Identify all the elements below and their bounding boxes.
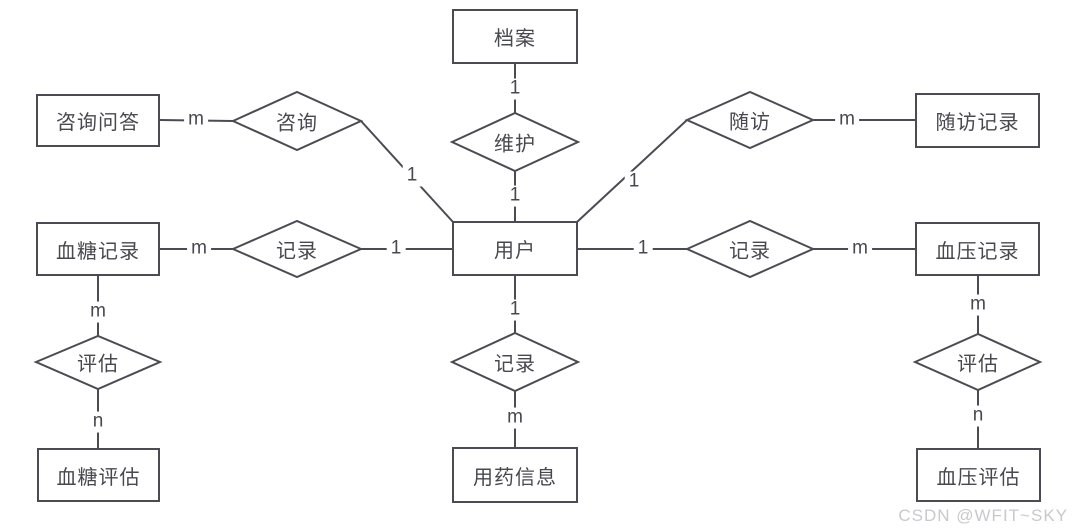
cardinality-archive-maintain: 1 bbox=[505, 78, 525, 100]
entity-bp-records: 血压记录 bbox=[915, 222, 1040, 276]
cardinality-record-medication: m bbox=[503, 407, 527, 429]
entity-archive-label: 档案 bbox=[494, 28, 536, 50]
cardinality-user-record-right: 1 bbox=[633, 238, 653, 260]
relationship-record-bottom-label: 记录 bbox=[494, 353, 536, 376]
cardinality-glucoserecords-eval: m bbox=[86, 301, 110, 323]
cardinality-followup-records: m bbox=[835, 109, 859, 131]
entity-user-label: 用户 bbox=[494, 240, 536, 262]
relationship-eval-right-diamond bbox=[912, 332, 1043, 392]
relationship-record-right-diamond bbox=[684, 219, 816, 279]
relationship-maintain-label: 维护 bbox=[494, 133, 536, 156]
cardinality-record-bprecords: m bbox=[848, 238, 872, 260]
watermark: CSDN @WFIT~SKY bbox=[898, 506, 1068, 525]
cardinality-user-record-bottom: 1 bbox=[505, 299, 525, 321]
entity-followup-records-label: 随访记录 bbox=[935, 112, 1020, 134]
cardinality-eval-glucoseeval: n bbox=[88, 411, 108, 433]
entity-bp-eval-label: 血压评估 bbox=[936, 466, 1021, 489]
relationship-record-right-label: 记录 bbox=[729, 240, 771, 263]
entity-medication-info: 用药信息 bbox=[452, 447, 578, 503]
entity-user: 用户 bbox=[452, 221, 578, 276]
relationship-eval-right-label: 评估 bbox=[957, 353, 999, 376]
entity-followup-records: 随访记录 bbox=[915, 93, 1040, 148]
relationship-record-bottom-diamond bbox=[449, 331, 581, 393]
entity-glucose-records: 血糖记录 bbox=[36, 222, 160, 276]
entity-glucose-records-label: 血糖记录 bbox=[56, 240, 140, 263]
relationship-eval-left-diamond bbox=[33, 334, 163, 391]
cardinality-user-followup: 1 bbox=[624, 171, 644, 193]
relationship-consult-label: 咨询 bbox=[276, 112, 318, 135]
entity-archive: 档案 bbox=[452, 9, 578, 64]
entity-glucose-eval-label: 血糖评估 bbox=[56, 466, 141, 489]
entity-bp-eval: 血压评估 bbox=[916, 448, 1041, 502]
entity-bp-records-label: 血压记录 bbox=[935, 240, 1020, 263]
cardinality-consult-user: 1 bbox=[402, 165, 422, 187]
relationship-consult-diamond bbox=[230, 90, 364, 152]
edge-followup-user bbox=[576, 119, 688, 223]
entity-medication-info-label: 用药信息 bbox=[473, 466, 557, 489]
relationship-record-left-label: 记录 bbox=[276, 240, 318, 263]
relationship-followup-diamond bbox=[684, 90, 816, 150]
cardinality-consultqa-consult: m bbox=[184, 109, 208, 131]
cardinality-bprecords-eval: m bbox=[966, 294, 990, 316]
entity-consult-qa: 咨询问答 bbox=[36, 94, 160, 147]
entity-consult-qa-label: 咨询问答 bbox=[56, 112, 140, 134]
entity-glucose-eval: 血糖评估 bbox=[37, 448, 160, 502]
cardinality-record-user-left: 1 bbox=[386, 238, 406, 260]
relationship-maintain-diamond bbox=[449, 111, 581, 173]
relationship-followup-label: 随访 bbox=[729, 111, 771, 134]
cardinality-glucoserecords-record: m bbox=[187, 238, 211, 260]
relationship-record-left-diamond bbox=[230, 219, 364, 279]
cardinality-eval-bpeval: n bbox=[968, 405, 988, 427]
cardinality-maintain-user: 1 bbox=[505, 185, 525, 207]
relationship-eval-left-label: 评估 bbox=[77, 353, 119, 376]
